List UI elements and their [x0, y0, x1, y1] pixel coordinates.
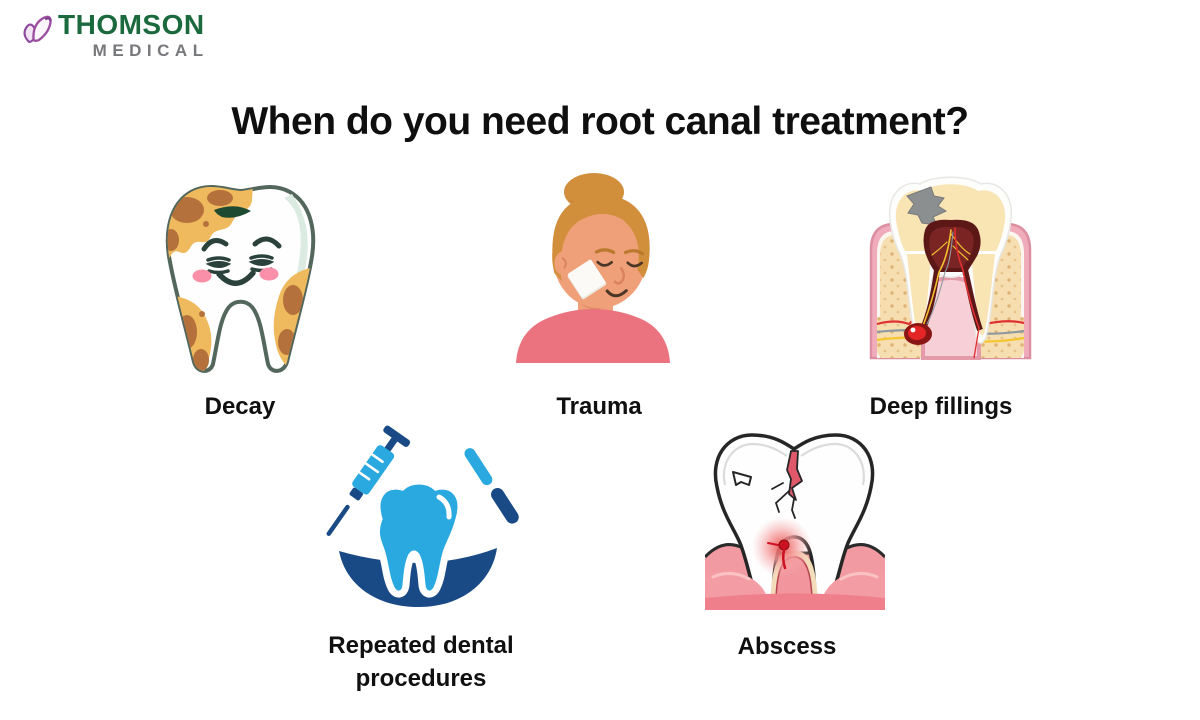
figure-repeated-procedures: [315, 425, 525, 615]
figure-abscess: [705, 425, 885, 610]
item-label-abscess: Abscess: [737, 633, 837, 660]
item-label-deep-fillings: Deep fillings: [869, 393, 1013, 420]
figure-deep-fillings: [863, 172, 1038, 362]
item-label-repeated-procedures: Repeated dental procedures: [328, 632, 514, 692]
figure-decay: [158, 180, 323, 380]
brand-name: THOMSON: [58, 9, 205, 40]
cracked-tooth-abscess-icon: [705, 433, 885, 610]
butterfly-icon: [23, 15, 52, 43]
decayed-sad-tooth-icon: [165, 185, 316, 373]
tooth-syringe-tools-icon: [326, 425, 519, 607]
page-title: When do you need root canal treatment?: [231, 100, 969, 143]
brand-subname: MEDICAL: [92, 41, 209, 60]
woman-cheek-bandage-icon: [516, 173, 670, 363]
tooth-cross-section-filling-icon: [869, 176, 1032, 360]
item-label-decay: Decay: [204, 393, 276, 420]
brand-logo: THOMSON MEDICAL: [20, 10, 205, 62]
figure-trauma: [512, 168, 672, 363]
item-label-trauma: Trauma: [556, 393, 642, 420]
